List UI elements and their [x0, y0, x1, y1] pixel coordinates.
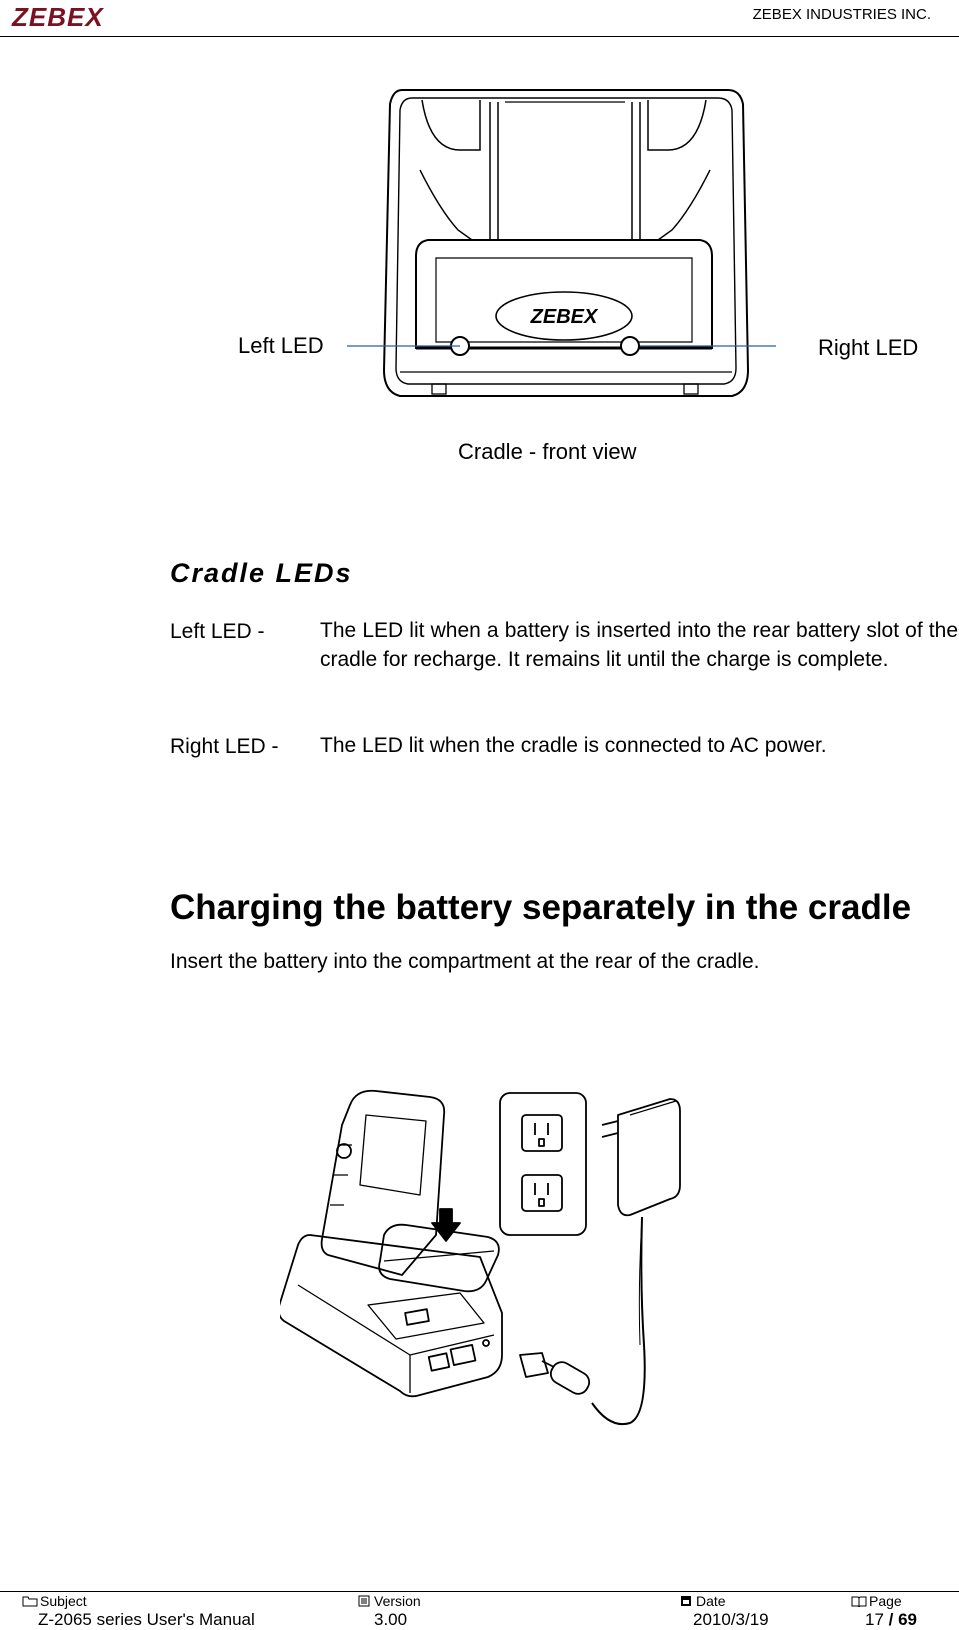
footer-version-value: 3.00: [374, 1610, 408, 1629]
charging-paragraph: Insert the battery into the compartment …: [170, 950, 760, 973]
charging-heading: Charging the battery separately in the c…: [170, 888, 912, 927]
calendar-icon: [681, 1596, 691, 1606]
page-current: 17: [865, 1610, 884, 1629]
right-led-description: The LED lit when the cradle is connected…: [320, 734, 827, 757]
footer-rule: [0, 1591, 959, 1592]
footer-subject-value: Z-2065 series User's Manual: [38, 1610, 255, 1629]
left-led-label: Left LED: [238, 333, 324, 358]
left-led-description: The LED lit when a battery is inserted i…: [320, 619, 958, 671]
footer-date-value: 2010/3/19: [693, 1610, 769, 1629]
footer-page-label: Page: [869, 1593, 902, 1609]
header-rule: [0, 36, 959, 37]
left-led-term: Left LED -: [170, 620, 265, 643]
footer-page-number: 17 / 69: [865, 1610, 917, 1630]
cradle-front-view-drawing: ZEBEX: [382, 89, 750, 397]
figure1-caption: Cradle - front view: [458, 439, 637, 464]
footer-version-label: Version: [374, 1593, 421, 1609]
page-total: 69: [898, 1610, 918, 1629]
cradle-logo-text: ZEBEX: [530, 306, 599, 328]
footer-version-label-group: Version: [356, 1593, 421, 1609]
page-separator: /: [883, 1610, 899, 1629]
zebex-logo: ZEBEX: [12, 2, 104, 32]
cradle-leds-heading: Cradle LEDs: [170, 558, 353, 588]
document-icon: [358, 1595, 370, 1607]
footer-subject-label: Subject: [40, 1593, 87, 1609]
cradle-charging-illustration: [280, 1089, 681, 1425]
footer-date-label: Date: [696, 1593, 726, 1609]
right-led-term: Right LED -: [170, 735, 279, 758]
led-leader-lines: [347, 345, 776, 347]
footer-date-label-group: Date: [678, 1593, 726, 1609]
footer-page-label-group: Page: [851, 1593, 902, 1609]
footer-subject-label-group: Subject: [22, 1593, 87, 1609]
company-name: ZEBEX INDUSTRIES INC.: [752, 6, 931, 23]
book-icon: [851, 1596, 867, 1607]
right-led-label: Right LED: [818, 335, 919, 360]
folder-icon: [22, 1596, 38, 1607]
